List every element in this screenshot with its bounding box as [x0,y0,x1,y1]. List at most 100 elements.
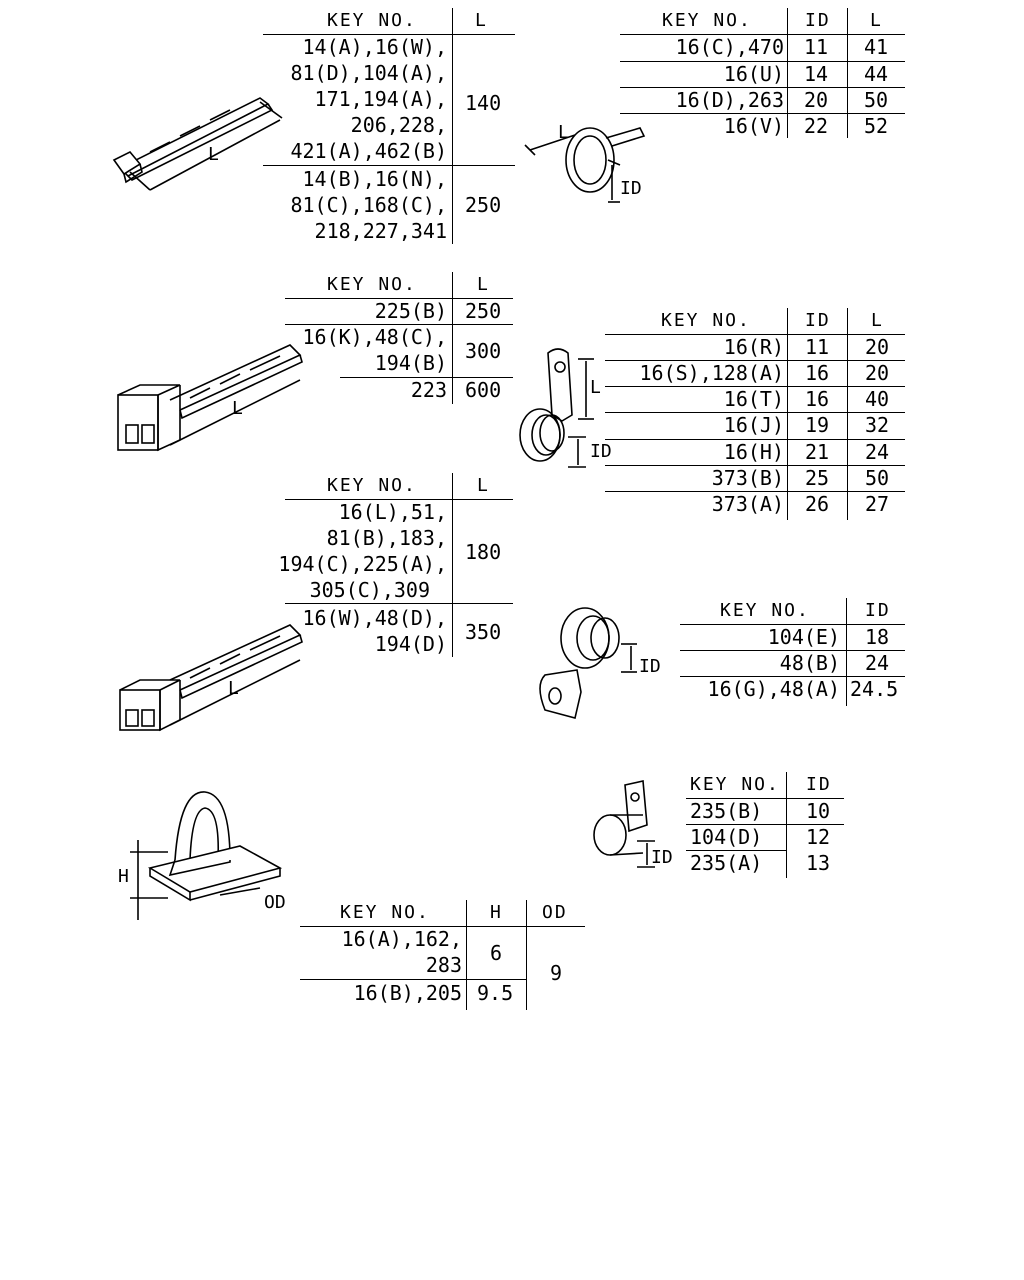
tie-long-table: KEY NO. L 14(A),16(W), 81(D),104(A), 171… [255,8,515,248]
clip-header-key: KEY NO. [340,902,430,923]
tab-clamp-table: KEY NO. ID L 16(R) 11 20 16(S),128(A) 16… [605,308,910,520]
tab-row2-id: 16 [805,361,830,385]
clip-header-h: H [490,902,503,923]
ring-row2-l: 44 [864,62,889,86]
tab-row3-l: 40 [865,387,890,411]
tab-row2-l: 20 [865,361,890,385]
tab-row2-key: 16(S),128(A) [639,361,785,385]
ring-clamp-illustration: L ID [524,122,646,203]
tab-row4-l: 32 [865,413,890,437]
tab-clamp-header-id: ID [805,310,831,331]
tab-row4-key: 16(J) [723,413,784,437]
tie-mount-row2-line2: 194(B) [374,351,447,375]
ring-row3-id: 20 [804,88,829,112]
small-row2-id: 12 [806,825,831,849]
cable-tie-long-illustration: L [112,97,283,191]
clip-g2-h: 9.5 [477,981,514,1005]
push-clip-illustration: H OD [118,791,286,920]
ring-clamp-header-l: L [870,10,883,31]
tie-block-g1-line4: 305(C),309 [309,578,430,602]
tie-long-g2-line2: 81(C),168(C), [290,193,447,217]
ring-clamp-table: KEY NO. ID L 16(C),470 11 41 16(U) 14 44… [620,8,910,138]
ring-row4-id: 22 [804,114,829,138]
tab-row4-id: 19 [805,413,830,437]
tab-row1-key: 16(R) [723,335,784,359]
clip-od-value: 9 [550,961,563,985]
clip-g1-h: 6 [490,941,503,965]
ring-row1-id: 11 [804,35,829,59]
hole-clamp-header-key: KEY NO. [720,600,810,621]
tab-row7-id: 26 [805,492,830,516]
tab-row3-key: 16(T) [723,387,784,411]
hole-clamp-dim-id: ID [639,656,661,677]
tie-mount-row1-l: 250 [465,299,502,323]
tie-block-g1-line1: 16(L),51, [338,500,447,524]
ring-row2-key: 16(U) [723,62,784,86]
hole-row3-id: 24.5 [850,677,899,701]
ring-row1-key: 16(C),470 [675,35,784,59]
small-clamp-header-key: KEY NO. [690,774,780,795]
tie-mount-row3-l: 600 [465,378,502,402]
ring-clamp-dim-l: L [558,122,569,143]
tab-row6-id: 25 [805,466,830,490]
tie-block-dim-label: L [228,678,239,699]
tab-row6-key: 373(B) [711,466,784,490]
small-row1-key: 235(B) [690,799,763,823]
tab-row5-key: 16(H) [723,440,784,464]
clip-g1-line1: 16(A),162, [341,927,462,951]
tab-row5-l: 24 [865,440,890,464]
tie-long-g1-line1: 14(A),16(W), [302,35,448,59]
tie-long-g2-l: 250 [465,193,502,217]
small-row3-id: 13 [806,851,831,875]
tab-row6-l: 50 [865,466,890,490]
ring-clamp-header-id: ID [805,10,831,31]
small-row1-id: 10 [806,799,831,823]
small-clamp-table: KEY NO. ID 235(B) 10 104(D) 12 235(A) 13 [686,772,846,880]
tie-block-header-l: L [477,475,490,496]
tie-mount-table: KEY NO. L 225(B) 250 16(K),48(C), 194(B)… [285,272,515,407]
hole-row3-key: 16(G),48(A) [707,677,840,701]
tab-row7-l: 27 [865,492,890,516]
ring-row2-id: 14 [804,62,829,86]
tie-long-header-l: L [475,10,488,31]
hole-row2-key: 48(B) [779,651,840,675]
tab-row7-key: 373(A) [711,492,784,516]
tie-mount-dim-label: L [232,398,243,419]
tie-mount-header-l: L [477,274,490,295]
tab-row1-id: 11 [805,335,830,359]
tie-block-illustration: L [119,624,303,732]
tab-row1-l: 20 [865,335,890,359]
tie-long-g2-line1: 14(B),16(N), [302,167,448,191]
tie-mount-row3-key: 223 [410,378,447,402]
tie-mount-row1-key: 225(B) [374,299,447,323]
tab-row3-id: 16 [805,387,830,411]
tie-block-g2-line1: 16(W),48(D), [302,606,448,630]
hole-clamp-table: KEY NO. ID 104(E) 18 48(B) 24 16(G),48(A… [680,598,910,708]
clip-dim-od: OD [264,892,286,913]
tie-mount-row2-l: 300 [465,339,502,363]
hole-row1-id: 18 [865,625,890,649]
tab-clamp-illustration: L ID [519,348,612,468]
ring-clamp-dim-id: ID [620,178,642,199]
ring-clamp-header-key: KEY NO. [662,10,752,31]
clip-g1-line2: 283 [425,953,462,977]
tie-block-g1-l: 180 [465,540,502,564]
ring-row4-key: 16(V) [723,114,784,138]
small-clamp-dim-id: ID [651,847,673,868]
small-row3-key: 235(A) [690,851,763,875]
tie-block-g1-line2: 81(B),183, [326,526,447,550]
ring-row3-l: 50 [864,88,889,112]
tab-row5-id: 21 [805,440,830,464]
tie-long-g1-line5: 421(A),462(B) [290,139,447,163]
clip-dim-h: H [118,866,129,887]
tie-long-g1-l: 140 [465,91,502,115]
tie-long-g1-line2: 81(D),104(A), [290,61,447,85]
tab-clamp-dim-l: L [590,377,601,398]
hole-clamp-illustration: ID [539,607,661,719]
tie-block-g1-line3: 194(C),225(A), [278,552,447,576]
tie-block-table: KEY NO. L 16(L),51, 81(B),183, 194(C),22… [255,473,515,658]
tie-long-g1-line4: 206,228, [350,113,447,137]
tie-mount-row2-line1: 16(K),48(C), [302,325,448,349]
tie-block-g2-l: 350 [465,620,502,644]
ring-row3-key: 16(D),263 [675,88,784,112]
